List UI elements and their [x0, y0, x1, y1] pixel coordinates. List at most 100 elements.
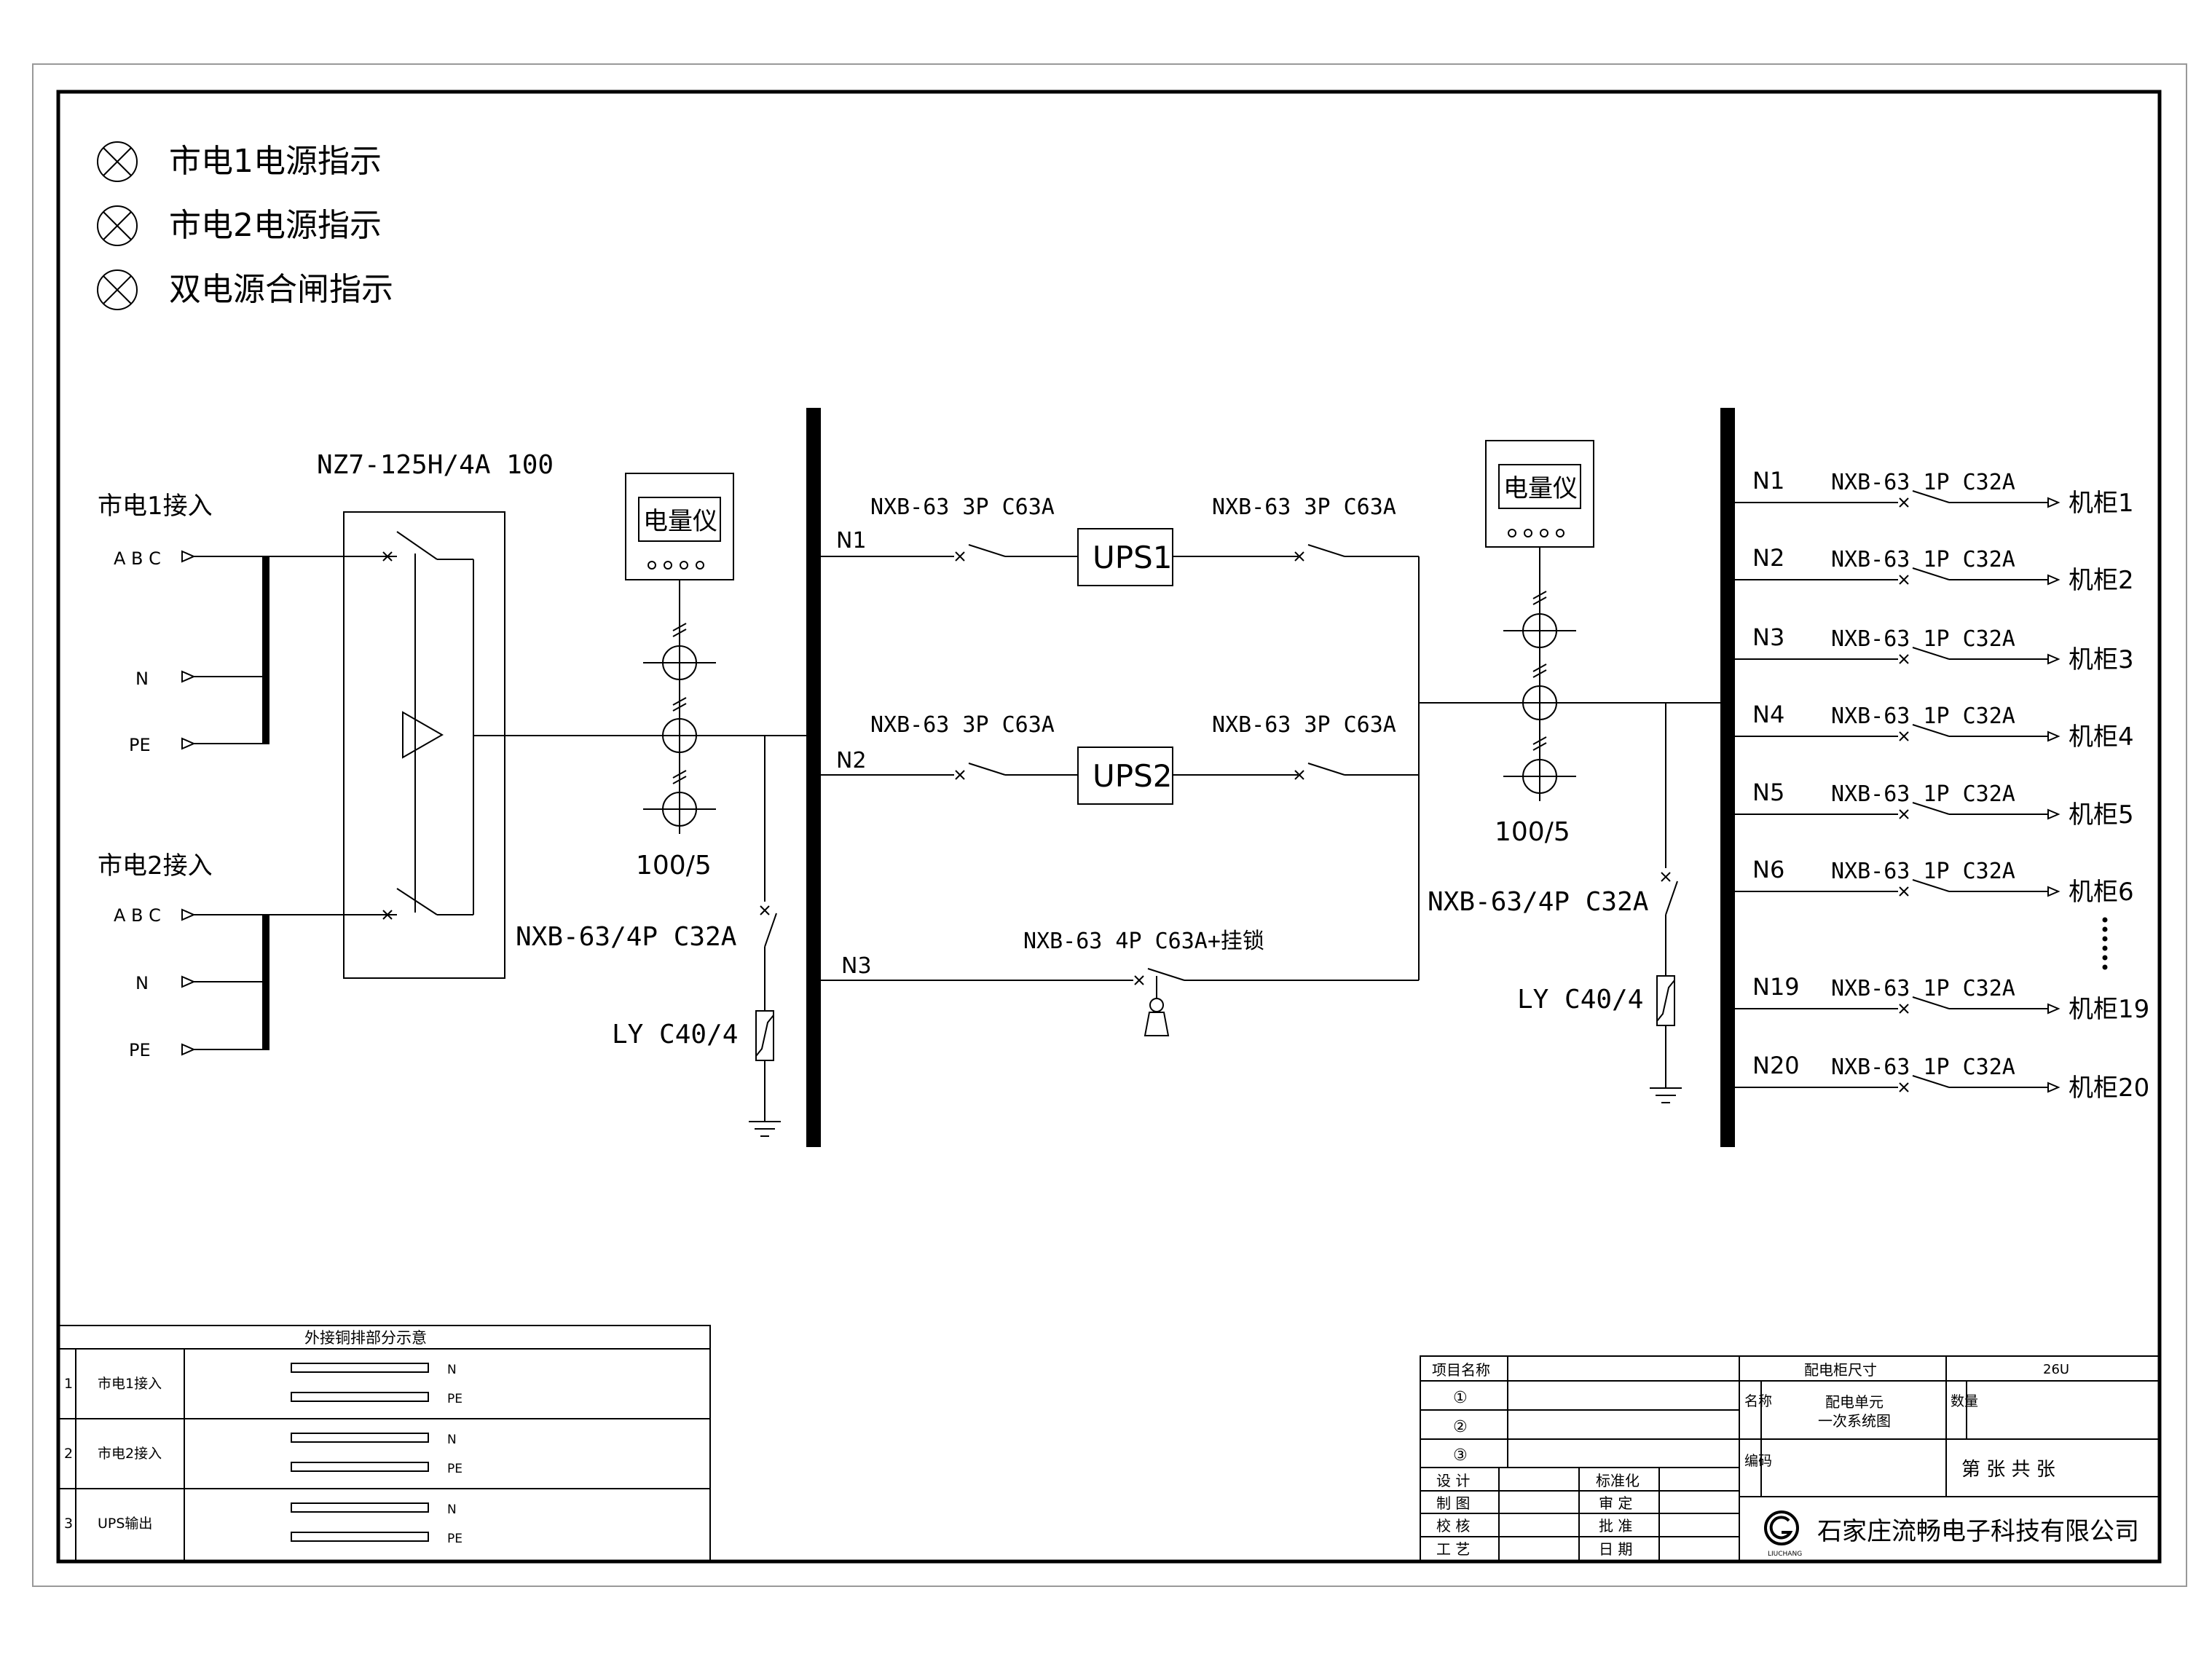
- busbar-shape: [291, 1502, 429, 1513]
- bar-label: PE: [447, 1392, 463, 1406]
- role-draw: 制 图: [1436, 1494, 1470, 1512]
- branch-label-n1: N1: [836, 528, 867, 554]
- feeder-arrow-icon: [2047, 574, 2061, 586]
- cabinet-label: 机柜2: [2069, 566, 2134, 595]
- ats-switch: NZ7-125H/4A 100: [317, 450, 554, 979]
- terminal-arrow-icon: [181, 550, 196, 563]
- feeder-arrow-icon: [2047, 808, 2061, 820]
- branch-label-n2: N2: [836, 748, 867, 773]
- mains1-input: 市电1接入 A B C N PE: [98, 492, 397, 755]
- row-name: 市电2接入: [98, 1446, 162, 1462]
- terminal-arrow-icon: [181, 737, 196, 750]
- terminal-arrow-icon: [181, 975, 196, 988]
- mark-2: ②: [1453, 1418, 1468, 1436]
- feeder-id: N4: [1752, 701, 1784, 728]
- feeder-id: N1: [1752, 467, 1784, 495]
- bypass-breaker-label: NXB-63 4P C63A+挂锁: [1023, 929, 1264, 954]
- left-spd-branch: NXB-63/4P C32A LY C40/4: [516, 736, 781, 1137]
- ats-model: NZ7-125H/4A 100: [317, 450, 554, 480]
- busbar-shape: [291, 1462, 429, 1472]
- output-feeder: N20 NXB-63 1P C32A 机柜20: [1735, 1052, 2149, 1103]
- bar-label: N: [447, 1502, 457, 1517]
- feeder-id: N20: [1752, 1052, 1800, 1079]
- row-name: UPS输出: [98, 1516, 152, 1532]
- cabinet-label: 机柜20: [2069, 1074, 2149, 1103]
- left-breaker-label: NXB-63/4P C32A: [516, 922, 737, 952]
- role-process: 工 艺: [1436, 1540, 1470, 1558]
- cabinet-label: 机柜5: [2069, 800, 2134, 830]
- feeder-arrow-icon: [2047, 1082, 2061, 1093]
- inner-frame: [56, 90, 2162, 1564]
- legend-item-1: 市电1电源指示: [169, 143, 382, 180]
- terminal-arrow-icon: [181, 1043, 196, 1056]
- terminal-arrow-icon: [181, 670, 196, 683]
- role-review: 审 定: [1599, 1494, 1632, 1512]
- project-name-label: 项目名称: [1432, 1361, 1490, 1379]
- cabinet-size-value: 26U: [2043, 1362, 2069, 1377]
- feeder-breaker: NXB-63 1P C32A: [1831, 976, 2015, 1001]
- earth-label: PE: [129, 735, 151, 755]
- ups1-input-breaker: NXB-63 3P C63A: [870, 495, 1055, 520]
- ups2-output-breaker: NXB-63 3P C63A: [1212, 712, 1396, 738]
- cabinet-label: 机柜3: [2069, 645, 2134, 674]
- main-busbar: [806, 408, 821, 1147]
- ct-ratio: 100/5: [1495, 817, 1570, 847]
- ups2-branch: N2 NXB-63 3P C63A UPS2 NXB-63 3P C63A: [821, 712, 1419, 805]
- meter-label: 电量仪: [1503, 474, 1578, 503]
- feeder-breaker: NXB-63 1P C32A: [1831, 470, 2015, 495]
- feeder-breaker: NXB-63 1P C32A: [1831, 781, 2015, 807]
- bar-label: PE: [447, 1532, 463, 1546]
- output-feeder: N3 NXB-63 1P C32A 机柜3: [1735, 623, 2134, 674]
- company-logo-icon: LIUCHANG: [1764, 1510, 1802, 1558]
- terminal-arrow-icon: [181, 908, 196, 921]
- cabinet-label: 机柜19: [2069, 995, 2149, 1024]
- name-label: 名称: [1744, 1393, 1772, 1409]
- current-transformer-icon: [1522, 663, 1557, 720]
- feeder-id: N2: [1752, 544, 1784, 572]
- title-block: 项目名称 ① ② ③ 设 计 制 图 校 核 工 艺 标准化 审 定 批 准 日…: [1420, 1355, 2160, 1562]
- continuation-dots: [2102, 917, 2108, 970]
- role-approve: 批 准: [1599, 1517, 1632, 1535]
- phase-label: A B C: [114, 548, 161, 569]
- mains1-title: 市电1接入: [98, 492, 213, 521]
- feeder-breaker: NXB-63 1P C32A: [1831, 626, 2015, 652]
- busbar-shape: [291, 1433, 429, 1443]
- right-breaker-label: NXB-63/4P C32A: [1428, 887, 1649, 917]
- busbar-table: 外接铜排部分示意 1 市电1接入 N PE 2 市电2接入 N PE 3 UPS…: [58, 1325, 711, 1562]
- row-no: 3: [64, 1516, 73, 1532]
- feeder-arrow-icon: [2047, 497, 2061, 508]
- feeder-arrow-icon: [2047, 1003, 2061, 1015]
- current-transformer-icon: [643, 770, 716, 827]
- earth-label: PE: [129, 1040, 151, 1060]
- meter-label: 电量仪: [643, 507, 717, 536]
- row-no: 2: [64, 1446, 73, 1462]
- padlock-icon: [1144, 976, 1170, 1036]
- feeder-id: N5: [1752, 779, 1784, 806]
- role-standard: 标准化: [1596, 1472, 1640, 1489]
- ground-icon: [749, 1121, 781, 1137]
- outer-frame: [32, 63, 2187, 1587]
- right-spd-branch: NXB-63/4P C32A LY C40/4: [1428, 703, 1682, 1103]
- ups2-label: UPS2: [1093, 758, 1172, 794]
- feeder-breaker: NXB-63 1P C32A: [1831, 1055, 2015, 1080]
- feeder-breaker: NXB-63 1P C32A: [1831, 704, 2015, 729]
- ct-ratio: 100/5: [636, 851, 712, 881]
- cabinet-label: 机柜6: [2069, 878, 2134, 907]
- bar-label: N: [447, 1363, 457, 1377]
- phase-label: A B C: [114, 905, 161, 926]
- logo-text: LIUCHANG: [1768, 1551, 1802, 1558]
- feeder-id: N3: [1752, 623, 1784, 651]
- right-spd-label: LY C40/4: [1517, 985, 1643, 1015]
- sheet-info: 第 张 共 张: [1961, 1459, 2055, 1481]
- mark-3: ③: [1453, 1446, 1468, 1465]
- indicator-lamp-icon: [97, 141, 138, 182]
- mains2-input: 市电2接入 A B C N PE: [98, 851, 397, 1060]
- mains2-title: 市电2接入: [98, 851, 213, 881]
- current-transformer-icon: [643, 623, 716, 680]
